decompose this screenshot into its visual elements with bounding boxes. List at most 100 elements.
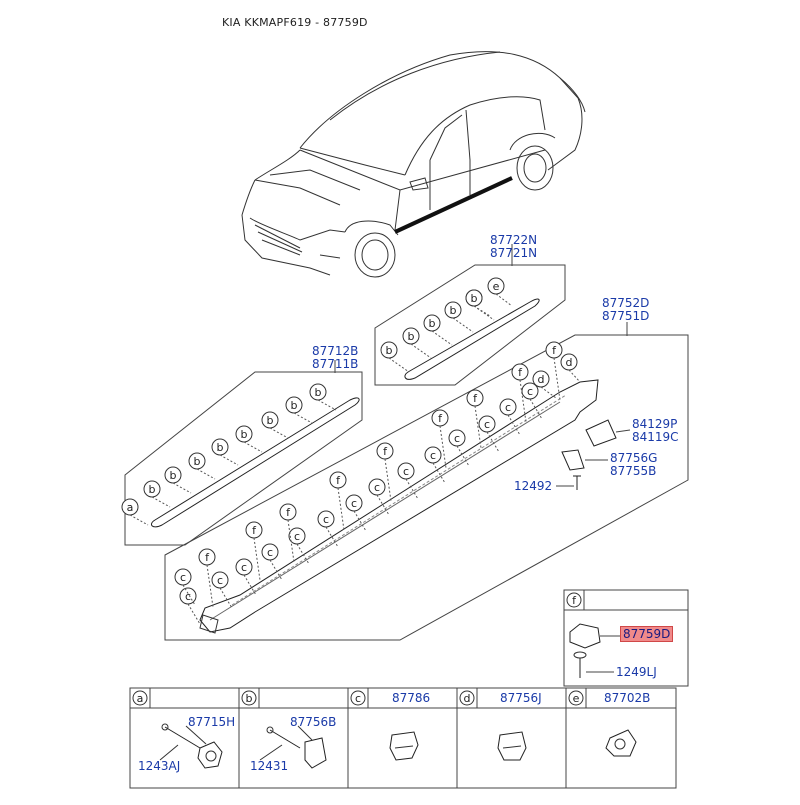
svg-text:c: c (217, 574, 223, 587)
callout-rocker-f-8: f (511, 363, 529, 381)
legend-b-part-12431: 12431 (250, 759, 289, 773)
legend-a-part-1243aj: 1243AJ (138, 759, 181, 773)
part-87722n: 87722N (490, 233, 538, 247)
svg-text:c: c (351, 497, 357, 510)
part-87755b: 87755B (610, 464, 657, 478)
svg-text:f: f (438, 412, 443, 425)
callout-mid-b-3-leader (172, 482, 192, 494)
upper-trim-strip (404, 298, 540, 380)
legend-letter-c: c (355, 692, 361, 705)
legend-letter-d-circle (459, 690, 475, 706)
callout-mid-b-3: b (164, 466, 182, 484)
label-87752d: 87752D 87751D (602, 297, 649, 323)
callout-upper-b-2: b (402, 327, 420, 345)
callout-rocker-c-2: c (174, 568, 192, 586)
callout-rocker-f-1: f (198, 548, 216, 566)
callout-mid-b-2-leader (151, 496, 171, 508)
callout-mid-b-6-leader (243, 441, 263, 453)
part-87756g-shape (561, 449, 585, 471)
part-87752d: 87752D (602, 296, 650, 310)
callout-rocker-c-4: c (235, 558, 253, 576)
part-87759d: 87759D (620, 626, 674, 642)
callout-rocker-c-14: c (499, 398, 517, 416)
callout-upper-b-4: b (444, 301, 462, 319)
callout-rocker-f-3-leader (287, 519, 295, 563)
callout-rocker-f-3: f (279, 503, 297, 521)
callout-mid-b-9: b (309, 383, 327, 401)
legend-letter-a: a (137, 692, 144, 705)
svg-text:b: b (170, 469, 177, 482)
callout-mid-b-4: b (188, 452, 206, 470)
callout-rocker-c-9: c (368, 478, 386, 496)
callout-rocker-d-2: d (560, 353, 578, 371)
callout-upper-b-3: b (423, 314, 441, 332)
callout-mid-b-7-leader (269, 427, 289, 439)
part-87756g: 87756G (610, 451, 658, 465)
svg-text:c: c (454, 432, 460, 445)
callout-rocker-f-7-leader (474, 405, 482, 449)
svg-text:c: c (185, 590, 191, 603)
callout-upper-e-leader (495, 293, 513, 307)
f-box-letter-circle (566, 592, 582, 608)
svg-text:c: c (484, 418, 490, 431)
svg-text:c: c (374, 481, 380, 494)
highlighted-part-87759d: 87759D (620, 626, 674, 642)
svg-text:b: b (408, 330, 415, 343)
svg-text:f: f (336, 474, 341, 487)
callout-mid-b-8: b (285, 396, 303, 414)
label-87722n: 87722N 87721N (490, 234, 537, 260)
callout-rocker-f-5-leader (384, 458, 392, 502)
callout-mid-b-5: b (211, 438, 229, 456)
callout-upper-b-5-leader (473, 305, 495, 321)
part-12492: 12492 (514, 479, 553, 493)
upper-trim-frame (374, 264, 566, 386)
svg-text:b: b (194, 455, 201, 468)
svg-text:f: f (383, 445, 388, 458)
callout-rocker-f-9: f (545, 341, 563, 359)
callout-rocker-d-2-leader (568, 369, 581, 383)
callout-rocker-c-3: c (211, 571, 229, 589)
callout-rocker-c-15-leader (529, 398, 543, 420)
f-box-letter: f (572, 594, 577, 607)
svg-text:c: c (403, 465, 409, 478)
svg-text:f: f (552, 344, 557, 357)
callout-rocker-c-8: c (345, 494, 363, 512)
callout-rocker-c-1: c (179, 587, 197, 605)
svg-text:c: c (180, 571, 186, 584)
svg-text:e: e (493, 280, 500, 293)
callout-rocker-f-5: f (376, 442, 394, 460)
svg-text:f: f (252, 524, 257, 537)
part-87721n: 87721N (490, 246, 538, 260)
svg-text:b: b (450, 304, 457, 317)
callout-rocker-f-1-leader (206, 564, 214, 608)
callout-rocker-c-15: c (521, 382, 539, 400)
leader-layer (129, 293, 581, 625)
legend-d-part: 87756J (500, 691, 542, 705)
legend-letter-e: e (573, 692, 580, 705)
part-84129p: 84129P (632, 417, 678, 431)
callout-rocker-f-2-leader (253, 537, 261, 581)
svg-text:d: d (566, 356, 573, 369)
callout-upper-b-6-leader (473, 305, 491, 317)
page-title: KIA KKMAPF619 - 87759D (222, 16, 368, 29)
callout-upper-b-2-leader (410, 343, 432, 359)
callout-rocker-f-4-leader (337, 487, 345, 531)
mid-trim-frame (124, 371, 363, 546)
svg-text:f: f (473, 392, 478, 405)
callout-rocker-f-6-leader (439, 425, 447, 469)
part-84129p-shape (585, 419, 617, 447)
clip-87759d-shape (569, 623, 601, 649)
callout-mid-a-1-leader (129, 514, 149, 526)
callout-mid-b-9-leader (317, 399, 337, 411)
svg-text:c: c (241, 561, 247, 574)
callout-rocker-c-3-leader (219, 587, 233, 609)
callout-rocker-c-5: c (261, 543, 279, 561)
svg-text:b: b (386, 344, 393, 357)
callout-rocker-c-13: c (478, 415, 496, 433)
callout-rocker-d-1: d (532, 370, 550, 388)
label-84129p: 84129P 84119C (632, 418, 679, 444)
part-87712b: 87712B (312, 344, 359, 358)
